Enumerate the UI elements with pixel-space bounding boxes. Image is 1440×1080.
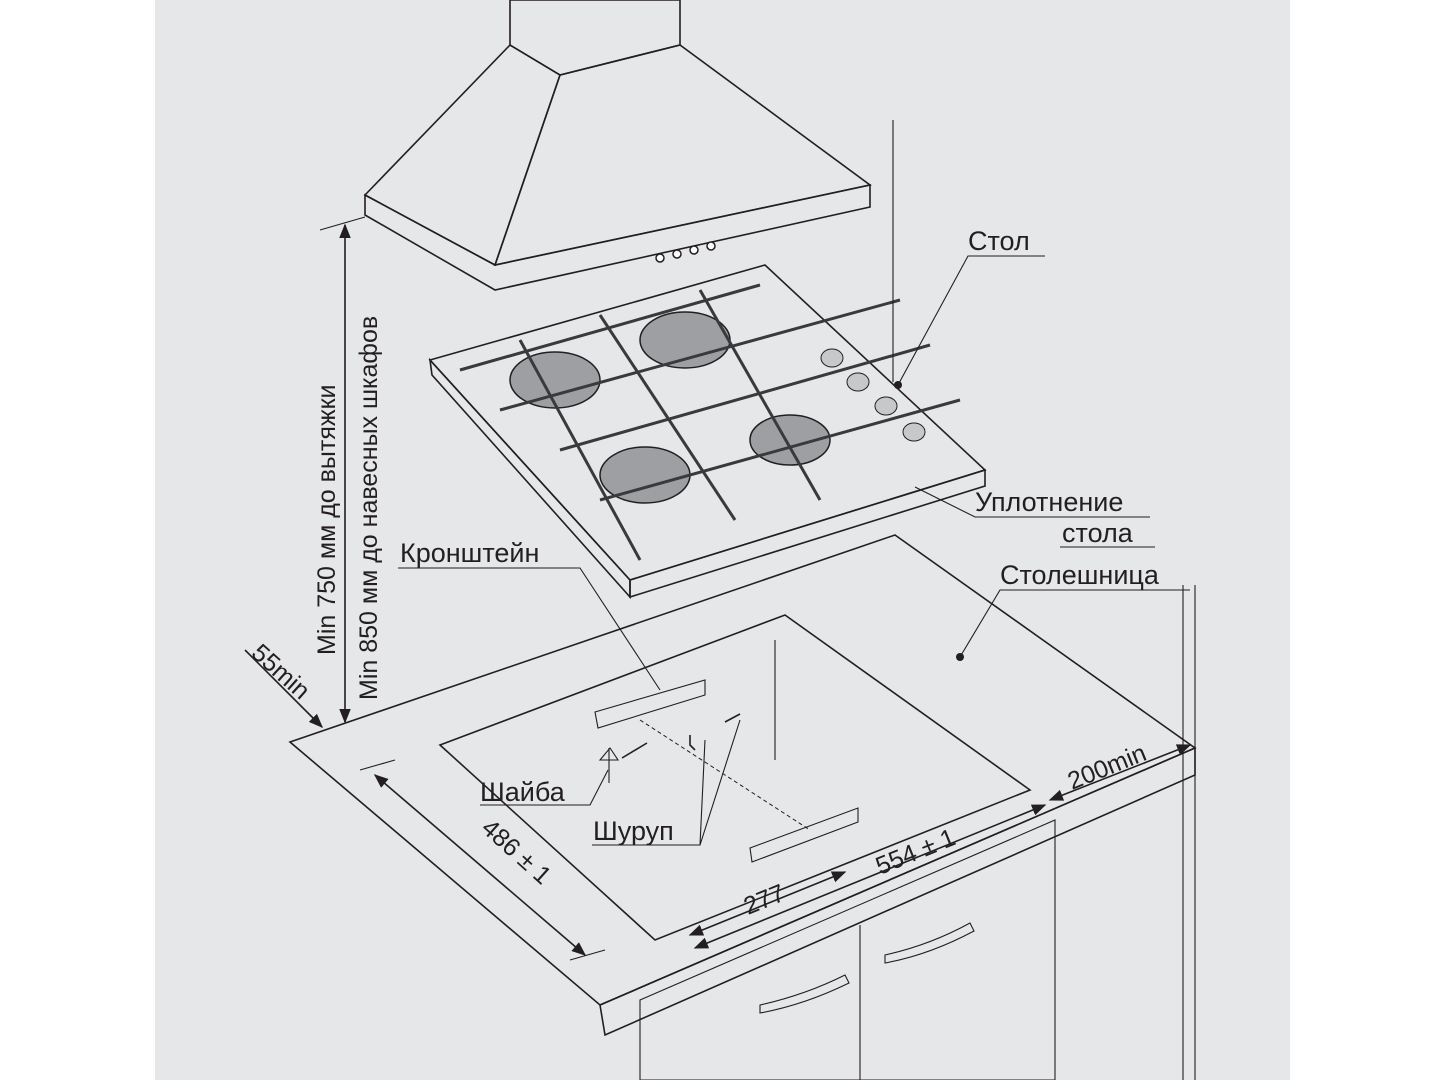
cabinet-handle-left	[759, 974, 850, 1014]
screw-icon	[621, 713, 741, 759]
hood-button-icon	[689, 245, 699, 255]
knob-icon	[846, 372, 870, 392]
dim-hood-clearance: Min 750 мм до вытяжки	[313, 384, 341, 655]
hood-button-icon	[672, 249, 682, 259]
label-washer: Шайба	[480, 777, 566, 807]
label-countertop: Столешница	[1000, 560, 1160, 590]
range-hood	[363, 0, 872, 291]
label-seal-line2: стола	[1062, 518, 1134, 548]
label-seal-line1: Уплотнение	[975, 487, 1123, 517]
label-bracket: Кронштейн	[400, 538, 539, 568]
knob-icon	[902, 422, 926, 442]
hood-button-icon	[706, 241, 716, 251]
label-table: Стол	[968, 226, 1030, 256]
dim-cabinet-clearance: Min 850 мм до навесных шкафов	[355, 316, 383, 700]
label-screw: Шуруп	[593, 816, 674, 846]
washer-icon	[598, 747, 620, 783]
gas-hob	[428, 264, 987, 600]
burner-icon	[599, 446, 691, 504]
bracket-icon	[594, 679, 706, 729]
knob-icon	[874, 396, 898, 416]
burner-icon	[509, 351, 601, 409]
knob-icon	[820, 348, 844, 368]
hood-button-icon	[655, 253, 665, 263]
